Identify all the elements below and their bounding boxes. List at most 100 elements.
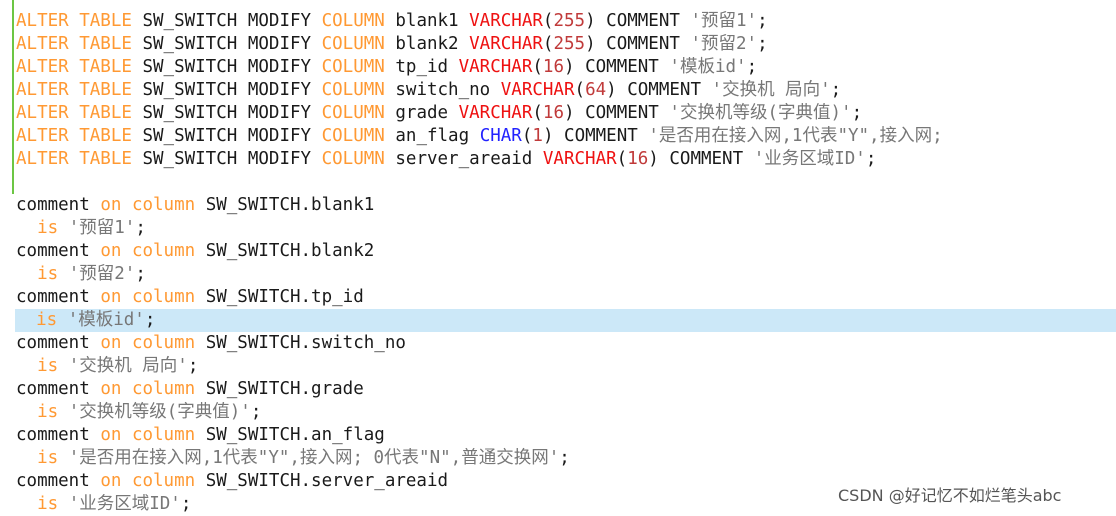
table-keyword: TABLE — [79, 57, 132, 77]
comment-string: '是否用在接入网,1代表"Y",接入网; 0代表"N",普通交换网' — [68, 448, 560, 468]
alter-statement-line[interactable]: ALTER TABLE SW_SWITCH MODIFY COLUMN grad… — [16, 102, 862, 125]
type-length: 255 — [553, 11, 586, 31]
open-paren: ( — [532, 103, 543, 123]
column-name: blank1 — [395, 11, 459, 31]
statement-terminator: ; — [757, 11, 768, 31]
comment-string: '业务区域ID' — [68, 494, 181, 514]
csdn-watermark: CSDN @好记忆不如烂笔头abc — [838, 486, 1062, 505]
close-paren: ) — [542, 126, 554, 146]
comment-on-column-line[interactable]: comment on column SW_SWITCH.an_flag — [16, 424, 385, 447]
modify-keyword: MODIFY — [247, 57, 312, 77]
alter-keyword: ALTER — [16, 149, 69, 169]
alter-statement-line[interactable]: ALTER TABLE SW_SWITCH MODIFY COLUMN serv… — [16, 148, 876, 171]
comment-keyword: comment — [16, 379, 90, 399]
comment-is-line[interactable]: is '预留2'; — [16, 263, 146, 286]
on-keyword: on — [100, 333, 122, 353]
comment-keyword: COMMENT — [564, 126, 638, 146]
column-name: tp_id — [395, 57, 449, 77]
comment-is-line[interactable]: is '预留1'; — [16, 217, 146, 240]
is-keyword: is — [37, 402, 59, 422]
comment-keyword: comment — [16, 195, 90, 215]
comment-keyword: comment — [16, 471, 90, 491]
type-length: 255 — [553, 34, 586, 54]
column-keyword: column — [131, 471, 196, 491]
is-keyword: is — [37, 218, 59, 238]
data-type: VARCHAR — [542, 149, 617, 169]
comment-string: '预留1' — [68, 218, 136, 238]
column-name: switch_no — [395, 80, 491, 100]
comment-keyword: COMMENT — [585, 57, 659, 77]
close-paren: ) — [564, 57, 575, 77]
comment-is-line[interactable]: is '业务区域ID'; — [16, 493, 191, 516]
modify-keyword: MODIFY — [247, 149, 312, 169]
target-column: SW_SWITCH.blank2 — [205, 241, 375, 261]
modify-keyword: MODIFY — [247, 34, 312, 54]
open-paren: ( — [532, 57, 543, 77]
column-name: server_areaid — [395, 149, 533, 169]
column-keyword: COLUMN — [321, 57, 385, 77]
alter-keyword: ALTER — [16, 103, 69, 123]
comment-string: '预留2' — [68, 264, 136, 284]
open-paren: ( — [542, 34, 554, 54]
type-length: 1 — [532, 126, 543, 146]
comment-on-column-line[interactable]: comment on column SW_SWITCH.server_areai… — [16, 470, 448, 493]
current-line-highlight[interactable]: is '模板id'; — [15, 309, 1116, 332]
close-paren: ) — [606, 80, 617, 100]
comment-on-column-line[interactable]: comment on column SW_SWITCH.switch_no — [16, 332, 406, 355]
column-keyword: column — [131, 287, 196, 307]
statement-terminator: ; — [187, 356, 199, 376]
target-column: SW_SWITCH.server_areaid — [205, 471, 449, 491]
close-paren: ) — [585, 11, 596, 31]
column-name: grade — [395, 103, 449, 123]
comment-is-line[interactable]: is '交换机等级(字典值)'; — [16, 401, 261, 424]
alter-statement-line[interactable]: ALTER TABLE SW_SWITCH MODIFY COLUMN swit… — [16, 79, 841, 102]
is-keyword: is — [37, 356, 59, 376]
table-name: SW_SWITCH — [142, 103, 238, 123]
on-keyword: on — [100, 471, 122, 491]
type-length: 16 — [542, 57, 564, 77]
column-keyword: COLUMN — [321, 34, 385, 54]
comment-is-line[interactable]: is '交换机 局向'; — [16, 355, 198, 378]
statement-terminator: ; — [865, 149, 877, 169]
column-keyword: COLUMN — [321, 11, 385, 31]
alter-statement-line[interactable]: ALTER TABLE SW_SWITCH MODIFY COLUMN blan… — [16, 33, 768, 56]
comment-keyword: COMMENT — [606, 34, 680, 54]
table-name: SW_SWITCH — [142, 57, 238, 77]
alter-statement-line[interactable]: ALTER TABLE SW_SWITCH MODIFY COLUMN an_f… — [16, 125, 943, 148]
open-paren: ( — [542, 11, 554, 31]
comment-on-column-line[interactable]: comment on column SW_SWITCH.grade — [16, 378, 364, 401]
comment-keyword: comment — [16, 333, 90, 353]
comment-keyword: COMMENT — [669, 149, 744, 169]
column-keyword: COLUMN — [321, 126, 385, 146]
type-length: 64 — [585, 80, 607, 100]
comment-on-column-line[interactable]: comment on column SW_SWITCH.tp_id — [16, 286, 364, 309]
is-keyword: is — [37, 264, 59, 284]
close-paren: ) — [564, 103, 575, 123]
on-keyword: on — [100, 379, 122, 399]
target-column: SW_SWITCH.tp_id — [205, 287, 364, 307]
open-paren: ( — [616, 149, 628, 169]
target-column: SW_SWITCH.blank1 — [205, 195, 375, 215]
comment-on-column-line[interactable]: comment on column SW_SWITCH.blank2 — [16, 240, 374, 263]
statement-terminator: ; — [250, 402, 262, 422]
statement-terminator: ; — [180, 494, 192, 514]
alter-statement-line[interactable]: ALTER TABLE SW_SWITCH MODIFY COLUMN tp_i… — [16, 56, 757, 79]
comment-is-line[interactable]: is '是否用在接入网,1代表"Y",接入网; 0代表"N",普通交换网'; — [16, 447, 570, 470]
table-keyword: TABLE — [79, 80, 132, 100]
statement-terminator: ; — [851, 103, 863, 123]
column-keyword: column — [131, 195, 196, 215]
comment-string: '是否用在接入网,1代表"Y",接入网; — [648, 126, 943, 146]
type-length: 16 — [627, 149, 649, 169]
comment-on-column-line[interactable]: comment on column SW_SWITCH.blank1 — [16, 194, 374, 217]
close-paren: ) — [585, 34, 596, 54]
modify-keyword: MODIFY — [247, 11, 312, 31]
column-name: an_flag — [395, 126, 470, 146]
data-type: VARCHAR — [458, 57, 533, 77]
column-keyword: column — [131, 425, 196, 445]
column-keyword: COLUMN — [321, 80, 385, 100]
comment-keyword: COMMENT — [606, 11, 680, 31]
column-keyword: column — [131, 379, 196, 399]
modify-keyword: MODIFY — [247, 80, 312, 100]
alter-statement-line[interactable]: ALTER TABLE SW_SWITCH MODIFY COLUMN blan… — [16, 10, 768, 33]
